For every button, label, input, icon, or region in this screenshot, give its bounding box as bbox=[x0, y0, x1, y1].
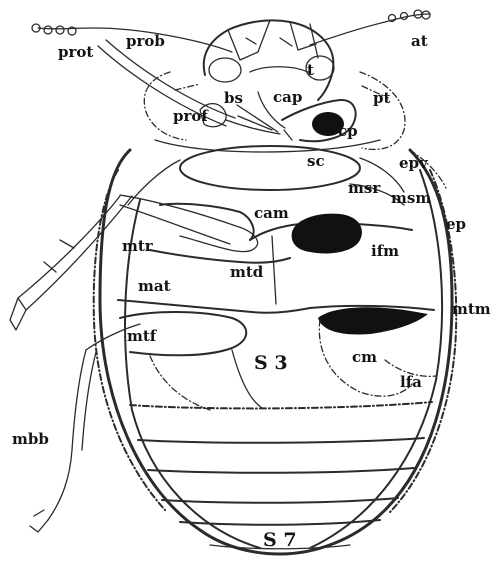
label-cm: cm bbox=[352, 348, 377, 366]
label-s7: S 7 bbox=[263, 529, 297, 551]
label-pt: pt bbox=[373, 89, 390, 107]
label-mtm: mtm bbox=[452, 300, 491, 318]
head bbox=[204, 20, 356, 141]
label-ifm: ifm bbox=[371, 242, 399, 260]
ifm-black-patch bbox=[292, 214, 362, 254]
label-mat: mat bbox=[138, 277, 171, 295]
label-t: t bbox=[307, 61, 314, 79]
label-msr: msr bbox=[348, 179, 381, 197]
label-at: at bbox=[411, 32, 428, 50]
abdominal-sternites bbox=[130, 402, 432, 549]
mtm-black-patch bbox=[318, 307, 428, 334]
label-msm: msm bbox=[391, 189, 431, 207]
label-bs: bs bbox=[224, 89, 243, 107]
label-mbb: mbb bbox=[12, 430, 49, 448]
label-s3: S 3 bbox=[254, 352, 288, 374]
label-prob: prob bbox=[126, 32, 165, 50]
label-cp: cp bbox=[338, 122, 358, 140]
label-cam: cam bbox=[254, 204, 289, 222]
label-lfa: lfa bbox=[400, 373, 422, 391]
label-prof: prof bbox=[173, 107, 209, 125]
left-hindleg bbox=[10, 196, 132, 330]
label-epv: epv bbox=[399, 154, 429, 172]
label-sc: sc bbox=[307, 152, 325, 170]
label-mtr: mtr bbox=[122, 237, 154, 255]
label-mtf: mtf bbox=[127, 327, 158, 345]
label-ep: ep bbox=[446, 215, 466, 233]
label-mtd: mtd bbox=[230, 263, 264, 281]
label-cap: cap bbox=[273, 88, 302, 106]
left-midleg bbox=[30, 312, 246, 532]
label-prot: prot bbox=[58, 43, 93, 61]
